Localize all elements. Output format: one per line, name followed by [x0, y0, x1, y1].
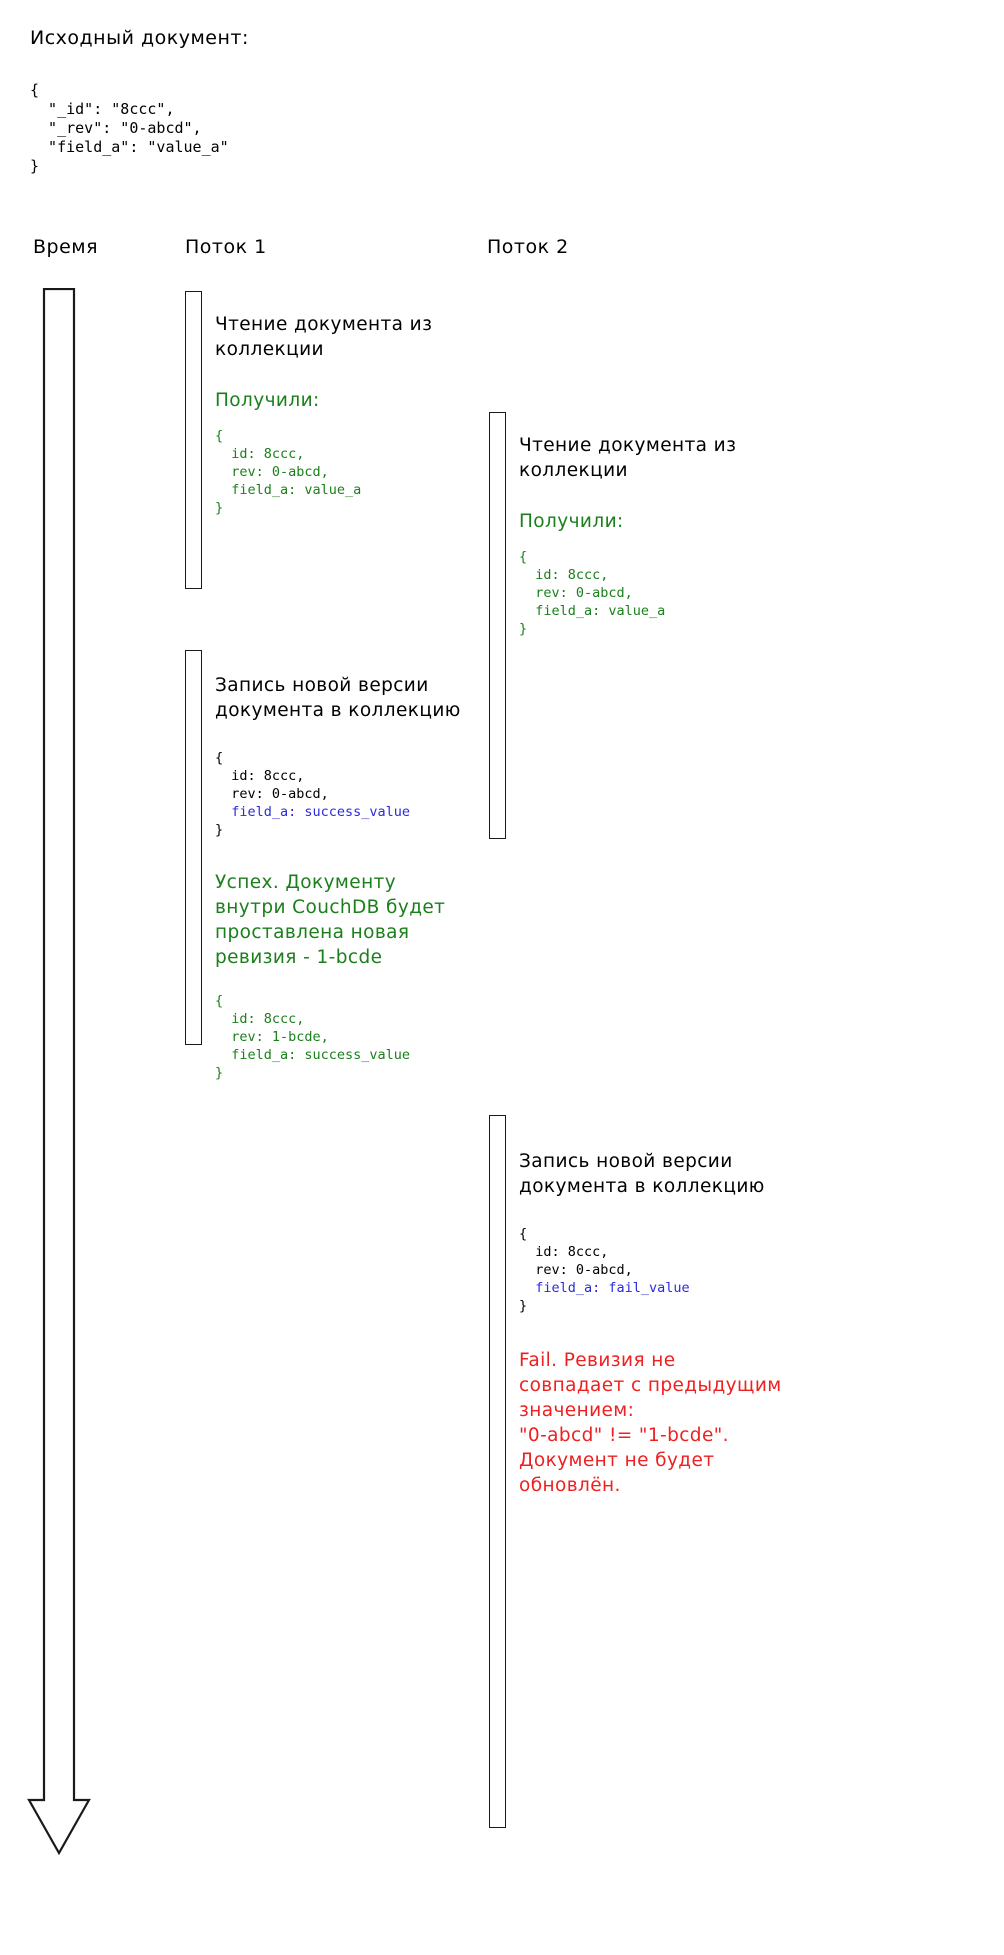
- code-line-close: }: [215, 1065, 224, 1081]
- code-line-close: }: [215, 500, 224, 516]
- code-line-id: id: 8ccc,: [215, 768, 305, 784]
- thread1-step-read-title: Чтение документа из коллекции: [215, 314, 433, 360]
- thread2-step-read-code: { id: 8ccc, rev: 0-abcd, field_a: value_…: [519, 548, 799, 638]
- thread1-activation-bar-2: [185, 650, 202, 1045]
- code-line-id: id: 8ccc,: [215, 446, 305, 462]
- thread1-step-success-code: { id: 8ccc, rev: 1-bcde, field_a: succes…: [215, 992, 485, 1082]
- thread1-step-write: Запись новой версии документа в коллекци…: [215, 673, 485, 839]
- code-line-close: }: [519, 1298, 528, 1314]
- code-line-field: field_a: value_a: [519, 603, 666, 619]
- code-line-open: {: [519, 549, 528, 565]
- thread1-step-read-code: { id: 8ccc, rev: 0-abcd, field_a: value_…: [215, 427, 475, 517]
- code-line-field: field_a: value_a: [215, 482, 362, 498]
- thread1-step-write-title: Запись новой версии документа в коллекци…: [215, 675, 461, 721]
- thread1-step-success: Успех. Документу внутри CouchDB будет пр…: [215, 870, 485, 1082]
- thread1-step-write-code: { id: 8ccc, rev: 0-abcd, field_a: succes…: [215, 749, 485, 839]
- code-line-open: {: [215, 993, 224, 1009]
- code-line-open: {: [215, 750, 224, 766]
- thread1-activation-bar-1: [185, 291, 202, 589]
- code-line-close: }: [215, 822, 224, 838]
- time-axis-arrow: [22, 287, 102, 1912]
- intro-source-document-code: { "_id": "8ccc", "_rev": "0-abcd", "fiel…: [30, 81, 229, 175]
- intro-title: Исходный документ:: [30, 27, 249, 49]
- thread2-step-fail-title: Fail. Ревизия не совпадает с предыдущим …: [519, 1350, 782, 1496]
- thread1-step-read-result-label: Получили:: [215, 390, 320, 411]
- code-line-close: }: [519, 621, 528, 637]
- code-line-id: id: 8ccc,: [519, 1244, 609, 1260]
- thread2-activation-bar-2: [489, 1115, 506, 1828]
- code-line-field: field_a: fail_value: [519, 1280, 690, 1296]
- thread2-step-read-result-label: Получили:: [519, 511, 624, 532]
- code-line-field: field_a: success_value: [215, 1047, 411, 1063]
- column-header-thread-2: Поток 2: [487, 236, 569, 258]
- thread2-step-fail: Fail. Ревизия не совпадает с предыдущим …: [519, 1348, 839, 1498]
- thread2-step-write-code: { id: 8ccc, rev: 0-abcd, field_a: fail_v…: [519, 1225, 819, 1315]
- thread2-step-read: Чтение документа из коллекции Получили: …: [519, 433, 799, 638]
- code-line-field: field_a: success_value: [215, 804, 411, 820]
- code-line-rev: rev: 0-abcd,: [519, 1262, 633, 1278]
- column-header-thread-1: Поток 1: [185, 236, 267, 258]
- code-line-id: id: 8ccc,: [519, 567, 609, 583]
- code-line-id: id: 8ccc,: [215, 1011, 305, 1027]
- code-line-open: {: [519, 1226, 528, 1242]
- thread2-step-write-title: Запись новой версии документа в коллекци…: [519, 1151, 765, 1197]
- column-header-time: Время: [33, 236, 99, 258]
- thread2-step-read-title: Чтение документа из коллекции: [519, 435, 737, 481]
- code-line-rev: rev: 0-abcd,: [519, 585, 633, 601]
- code-line-rev: rev: 0-abcd,: [215, 786, 329, 802]
- code-line-rev: rev: 0-abcd,: [215, 464, 329, 480]
- thread2-activation-bar-1: [489, 412, 506, 839]
- code-line-open: {: [215, 428, 224, 444]
- thread1-step-success-title: Успех. Документу внутри CouchDB будет пр…: [215, 872, 446, 968]
- thread2-step-write: Запись новой версии документа в коллекци…: [519, 1149, 819, 1315]
- code-line-rev: rev: 1-bcde,: [215, 1029, 329, 1045]
- thread1-step-read: Чтение документа из коллекции Получили: …: [215, 312, 475, 517]
